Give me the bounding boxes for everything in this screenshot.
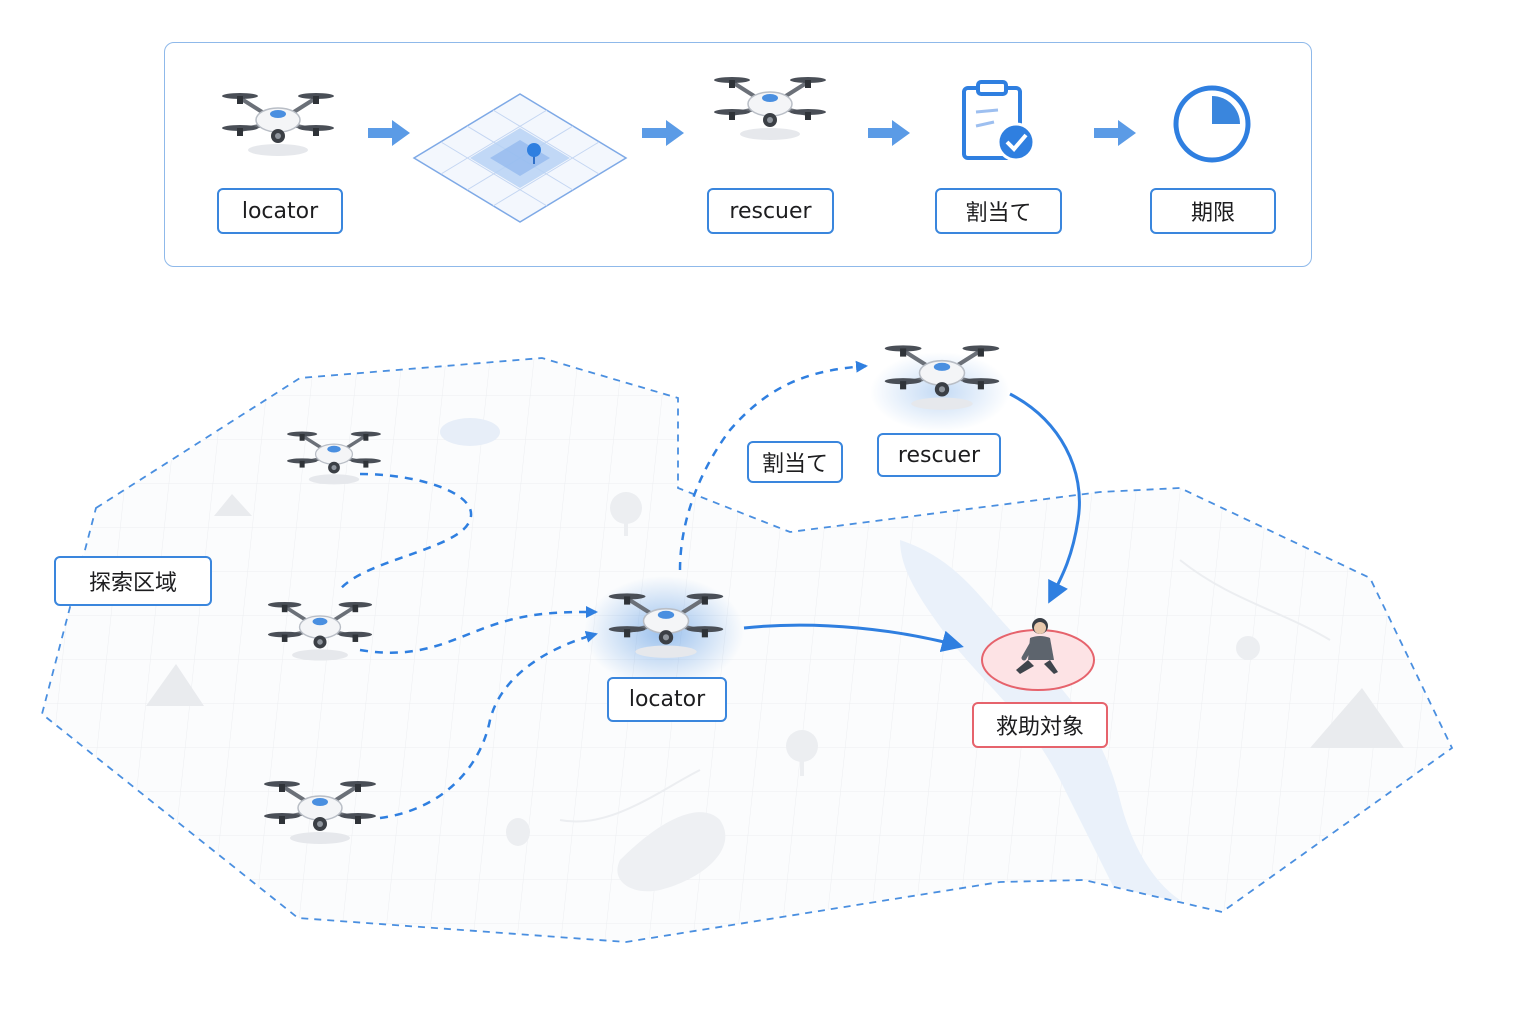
locator-label: locator <box>607 677 727 722</box>
locator-drone-icon <box>222 93 334 156</box>
assign-label: 割当て <box>747 441 843 483</box>
searcher-drone-icon <box>285 429 383 487</box>
flow-arrow-icon <box>868 120 910 146</box>
rescuer-label: rescuer <box>877 433 1001 477</box>
search-grid-map-icon <box>412 93 628 223</box>
flow-arrow-icon <box>642 120 684 146</box>
process-assign-label: 割当て <box>935 188 1062 234</box>
flow-arrow-icon <box>1094 120 1136 146</box>
search-area-map <box>40 352 1454 943</box>
process-locator-label: locator <box>217 188 343 234</box>
search-area-label: 探索区域 <box>54 556 212 606</box>
searcher-drone-icon <box>262 779 378 846</box>
rescuer-drone-icon <box>712 75 828 142</box>
locator-drone-icon <box>602 578 730 666</box>
rescue-target-label: 救助対象 <box>972 702 1108 748</box>
process-deadline-label: 期限 <box>1150 188 1276 234</box>
clipboard-check-icon <box>962 80 1036 162</box>
person-icon <box>1016 618 1058 674</box>
process-rescuer-label: rescuer <box>707 188 834 234</box>
clock-icon <box>1173 85 1251 163</box>
rescuer-drone-icon <box>878 330 1006 418</box>
searcher-drone-icon <box>266 600 374 663</box>
flow-arrow-icon <box>368 120 410 146</box>
terrain <box>42 358 1452 942</box>
